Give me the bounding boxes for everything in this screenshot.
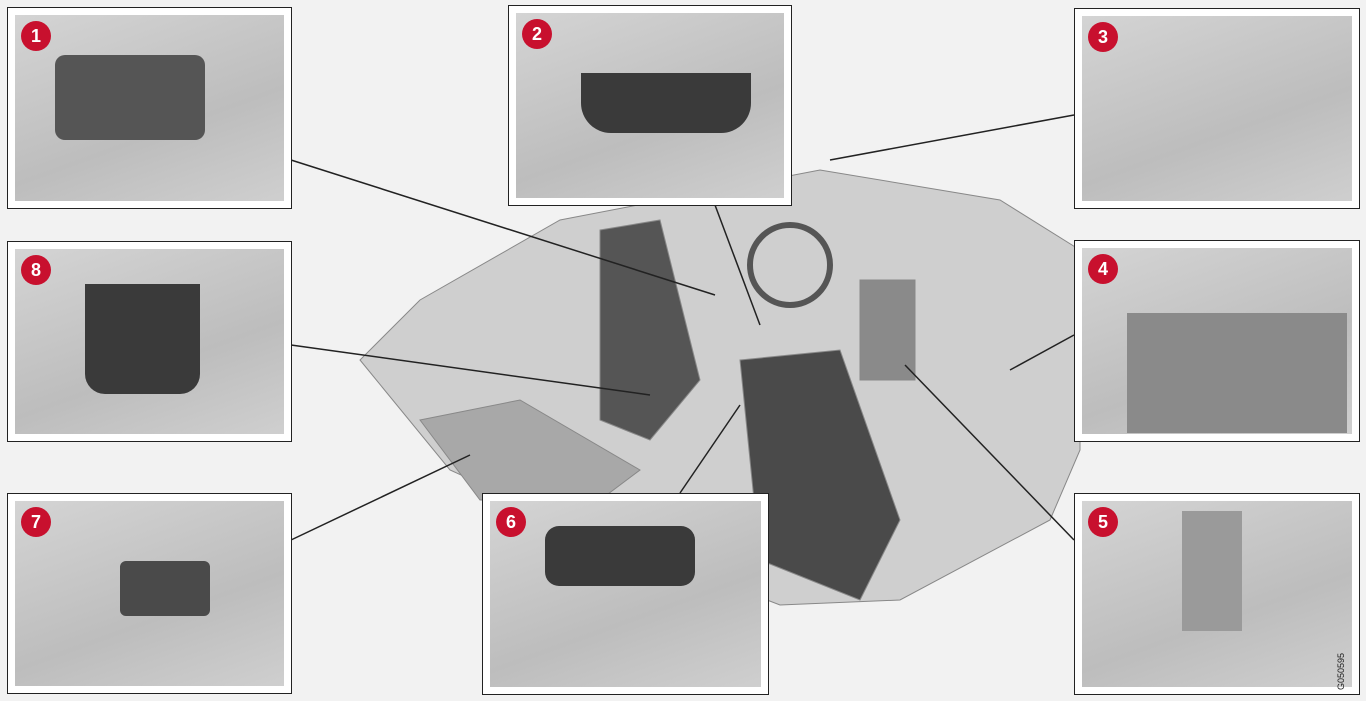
callout-panel-7-rear-armrest: 7 xyxy=(7,493,292,694)
callout-badge: 5 xyxy=(1088,507,1118,537)
callout-panel-4-glovebox: 4 xyxy=(1074,240,1360,442)
callout-badge: 1 xyxy=(21,21,51,51)
callout-panel-8-seatback-pocket: 8 xyxy=(7,241,292,442)
callout-panel-6-center-armrest: 6 xyxy=(482,493,769,695)
callout-panel-1-door-pocket: 1 xyxy=(7,7,292,209)
callout-panel-3-ticket-holder: 3 xyxy=(1074,8,1360,209)
callout-badge: 8 xyxy=(21,255,51,285)
callout-badge: 3 xyxy=(1088,22,1118,52)
leader-lines xyxy=(290,114,1075,541)
callout-badge: 6 xyxy=(496,507,526,537)
image-code: G050595 xyxy=(1336,652,1346,690)
callout-badge: 2 xyxy=(522,19,552,49)
callout-panel-5-center-console: 5 xyxy=(1074,493,1360,695)
callout-badge: 4 xyxy=(1088,254,1118,284)
callout-panel-2-seat-pocket: 2 xyxy=(508,5,792,206)
callout-badge: 7 xyxy=(21,507,51,537)
